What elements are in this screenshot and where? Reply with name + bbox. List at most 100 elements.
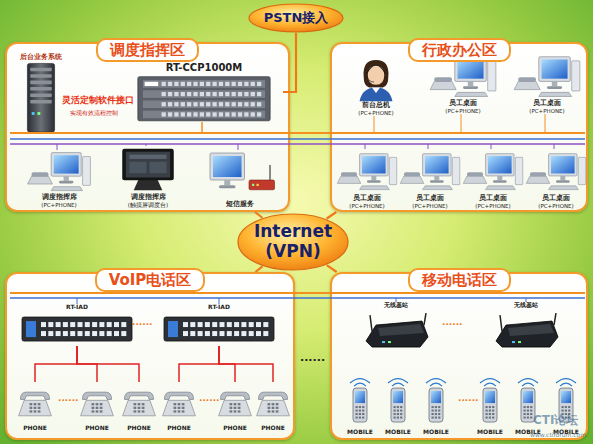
icon-part: [526, 176, 550, 183]
icon-part: [251, 81, 255, 85]
icon-part: [206, 91, 210, 95]
icon-part: [486, 410, 488, 412]
icon-part: [430, 180, 444, 182]
node-label: 前台总机: [362, 102, 390, 109]
node-sublabel: (PC+PHONE): [475, 203, 510, 209]
icon-part: [524, 413, 526, 415]
operator-desk: 前台总机(PC+PHONE): [340, 56, 412, 116]
icon-part: [256, 322, 261, 327]
icon-part: [252, 184, 254, 186]
workstation: 员工桌面(PC+PHONE): [525, 149, 587, 209]
icon-part: [78, 322, 83, 327]
icon-part: [238, 81, 242, 85]
ip-phone-icon: [159, 382, 199, 424]
icon-part: [81, 400, 114, 415]
gateway-ellipse: PSTN接入: [248, 3, 344, 33]
icon-part: [205, 322, 210, 327]
icon-part: [134, 403, 137, 405]
icon-part: [30, 94, 51, 98]
icon-part: [37, 113, 40, 116]
icon-part: [181, 102, 185, 106]
icon-part: [354, 383, 366, 386]
icon-part: [496, 321, 558, 347]
icon-part: [492, 413, 494, 415]
node-sublabel: (PC+PHONE): [538, 203, 573, 209]
icon-part: [85, 331, 90, 336]
icon-part: [92, 407, 95, 409]
node-label: MOBILE: [385, 429, 411, 436]
icon-part: [107, 322, 112, 327]
icon-part: [123, 400, 156, 415]
icon-part: [268, 403, 271, 405]
icon-part: [59, 181, 73, 184]
icon-part: [486, 154, 515, 176]
icon-part: [493, 180, 507, 182]
ip-phone-icon: [15, 382, 55, 424]
icon-part: [83, 157, 91, 186]
node-label: RT-IAD: [66, 304, 88, 311]
switch-device-icon: [125, 75, 283, 123]
icon-part: [367, 180, 381, 182]
node-label: MOBILE: [423, 429, 449, 436]
icon-part: [206, 112, 210, 116]
icon-part: [193, 102, 197, 106]
icon-part: [181, 91, 185, 95]
icon-part: [32, 113, 35, 116]
icon-part: [54, 155, 79, 173]
icon-part: [359, 406, 361, 408]
icon-part: [232, 112, 236, 116]
zone-panel: 移动电话区无线基站无线基站MOBILEMOBILEMOBILEMOBILEMOB…: [330, 272, 588, 440]
icon-part: [232, 91, 236, 95]
icon-part: [82, 392, 111, 399]
icon-part: [230, 403, 233, 405]
connector-line: [327, 212, 337, 219]
icon-part: [220, 322, 225, 327]
node-label: PSTN接入: [264, 11, 329, 26]
workstation-icon: [508, 54, 586, 99]
icon-part: [134, 410, 137, 412]
icon-part: [263, 331, 268, 336]
icon-part: [92, 331, 97, 336]
icon-part: [99, 322, 104, 327]
icon-part: [187, 81, 191, 85]
icon-part: [514, 81, 540, 89]
icon-part: [174, 81, 178, 85]
icon-part: [219, 81, 223, 85]
node-sublabel: (PC+PHONE): [412, 203, 447, 209]
icon-part: [518, 341, 521, 343]
icon-part: [515, 157, 522, 184]
icon-part: [559, 388, 573, 422]
icon-part: [63, 322, 68, 327]
icon-part: [143, 90, 265, 98]
node-label: PHONE: [23, 425, 47, 432]
icon-part: [362, 417, 364, 419]
icon-part: [41, 322, 46, 327]
icon-part: [200, 91, 204, 95]
node-label: PHONE: [223, 425, 247, 432]
icon-part: [492, 410, 494, 412]
icon-part: [162, 102, 166, 106]
icon-part: [276, 410, 279, 412]
icon-part: [96, 407, 99, 409]
icon-part: [138, 407, 141, 409]
connector-line: [255, 212, 262, 218]
icon-part: [34, 403, 37, 405]
icon-part: [85, 322, 90, 327]
icon-part: [162, 91, 166, 95]
icon-part: [527, 413, 529, 415]
icon-part: [107, 331, 112, 336]
icon-part: [31, 172, 48, 177]
icon-part: [530, 172, 546, 176]
icon-part: [562, 413, 564, 415]
icon-part: [238, 410, 241, 412]
icon-part: [552, 81, 557, 86]
drop-line: [57, 144, 58, 150]
operator-desk-icon: [340, 56, 412, 101]
icon-part: [238, 407, 241, 409]
drop-line: [201, 122, 203, 133]
icon-part: [162, 81, 166, 85]
workstation: 员工桌面(PC+PHONE): [336, 149, 398, 209]
workstation-icon: [19, 150, 99, 193]
network-ellipse: Internet (VPN): [237, 213, 349, 271]
icon-part: [362, 410, 364, 412]
